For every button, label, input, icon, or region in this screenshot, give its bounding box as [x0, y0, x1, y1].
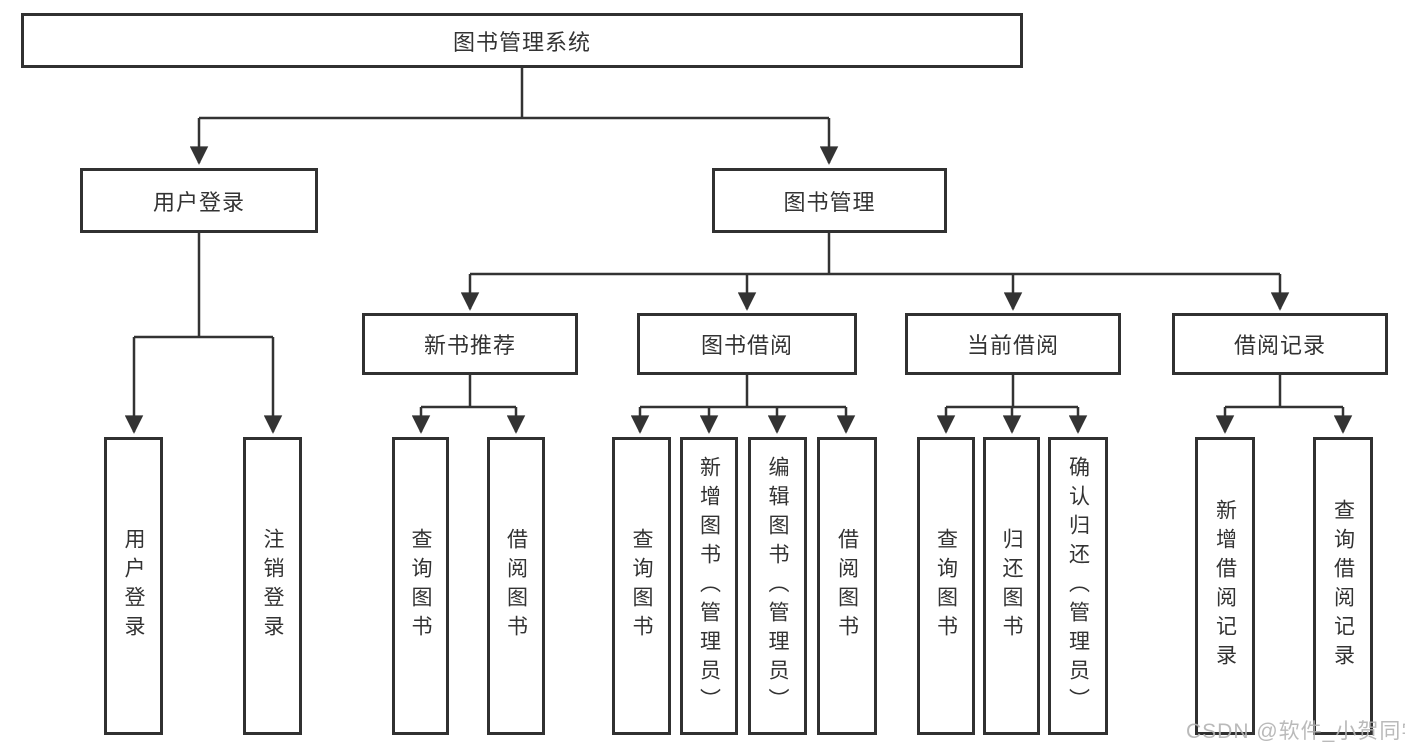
leaf-query-book-current: 查询图书 — [917, 437, 975, 735]
leaf-logout-label: 注销登录 — [261, 528, 284, 644]
leaf-borrow-book-recommend-label: 借阅图书 — [504, 528, 528, 644]
leaf-return-book-label: 归还图书 — [1000, 528, 1023, 644]
node-borrow-records: 借阅记录 — [1172, 313, 1388, 375]
leaf-borrow-book-label: 借阅图书 — [835, 528, 859, 644]
leaf-query-book-borrow: 查询图书 — [612, 437, 671, 735]
node-book-borrow-label: 图书借阅 — [700, 333, 793, 358]
node-book-management-label: 图书管理 — [783, 189, 876, 215]
watermark: CSDN @软件_小贺同学 — [1186, 720, 1405, 743]
leaf-query-borrow-record: 查询借阅记录 — [1313, 437, 1373, 735]
node-user-login-label: 用户登录 — [152, 189, 245, 215]
node-current-borrow: 当前借阅 — [905, 313, 1121, 375]
node-root-label: 图书管理系统 — [452, 29, 591, 55]
leaf-add-book-admin-label: 新增图书（管理员） — [697, 455, 721, 717]
leaf-borrow-book: 借阅图书 — [817, 437, 877, 735]
leaf-borrow-book-recommend: 借阅图书 — [487, 437, 545, 735]
leaf-add-book-admin: 新增图书（管理员） — [680, 437, 738, 735]
leaf-add-borrow-record-label: 新增借阅记录 — [1213, 499, 1237, 673]
node-book-borrow: 图书借阅 — [637, 313, 857, 375]
node-book-management: 图书管理 — [712, 168, 947, 233]
leaf-add-borrow-record: 新增借阅记录 — [1195, 437, 1255, 735]
leaf-query-book-recommend: 查询图书 — [392, 437, 449, 735]
leaf-query-book-recommend-label: 查询图书 — [409, 528, 432, 644]
node-user-login: 用户登录 — [80, 168, 318, 233]
leaf-query-book-borrow-label: 查询图书 — [630, 528, 653, 644]
leaf-query-borrow-record-label: 查询借阅记录 — [1331, 499, 1355, 673]
node-new-book-recommend: 新书推荐 — [362, 313, 578, 375]
leaf-user-login-label: 用户登录 — [122, 528, 145, 644]
leaf-confirm-return-admin: 确认归还（管理员） — [1048, 437, 1108, 735]
leaf-confirm-return-admin-label: 确认归还（管理员） — [1066, 455, 1090, 717]
leaf-query-book-current-label: 查询图书 — [934, 528, 958, 644]
leaf-return-book: 归还图书 — [983, 437, 1040, 735]
node-borrow-records-label: 借阅记录 — [1233, 333, 1326, 358]
leaf-edit-book-admin: 编辑图书（管理员） — [748, 437, 807, 735]
node-new-book-recommend-label: 新书推荐 — [423, 333, 516, 358]
node-current-borrow-label: 当前借阅 — [966, 333, 1059, 358]
leaf-logout: 注销登录 — [243, 437, 302, 735]
leaf-edit-book-admin-label: 编辑图书（管理员） — [766, 455, 789, 717]
node-root: 图书管理系统 — [21, 13, 1023, 68]
leaf-user-login: 用户登录 — [104, 437, 163, 735]
